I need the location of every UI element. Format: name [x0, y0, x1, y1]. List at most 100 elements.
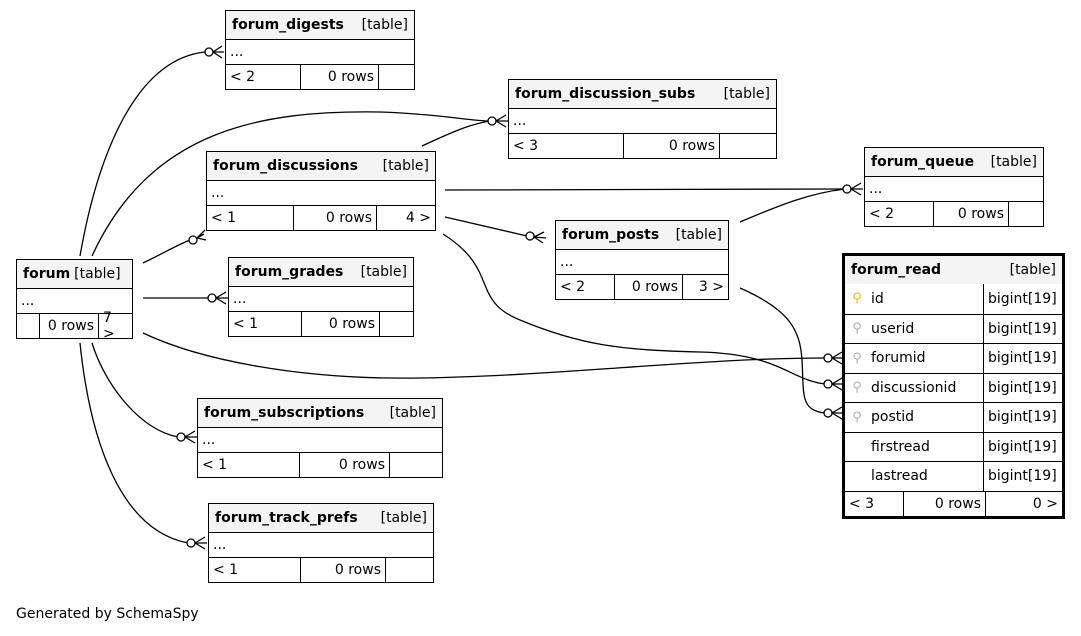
column-row[interactable]: ⚲ postid bigint[19]: [845, 402, 1062, 432]
table-name: forum_discussion_subs: [515, 86, 696, 102]
generated-by-footer: Generated by SchemaSpy: [16, 606, 199, 622]
children-count[interactable]: [719, 134, 776, 158]
row-count: 0 rows: [300, 558, 385, 582]
column-name: lastread: [871, 468, 928, 485]
parents-count[interactable]: [17, 314, 39, 338]
table-kind: [table]: [990, 154, 1037, 170]
parents-count[interactable]: < 2: [230, 69, 256, 85]
edge-discussions-posts: [444, 216, 528, 237]
parents-count[interactable]: < 2: [560, 279, 586, 295]
edge-forum-discussion-subs: [91, 111, 491, 257]
edge-discussions-discussion-subs: [421, 120, 491, 147]
column-row[interactable]: lastread bigint[19]: [845, 461, 1062, 491]
parents-count[interactable]: < 2: [869, 206, 895, 222]
edge-posts-queue: [739, 188, 846, 223]
children-count[interactable]: [378, 65, 414, 89]
edge-discussions-read-discussionid: [442, 233, 826, 385]
row-count: 0 rows: [300, 65, 378, 89]
row-count: 0 rows: [933, 202, 1008, 226]
table-name: forum: [23, 266, 71, 282]
table-name: forum_subscriptions: [204, 405, 365, 421]
ellipsis: ...: [513, 113, 527, 129]
edge-forum-track-prefs: [79, 342, 189, 544]
table-forum-queue[interactable]: forum_queue[table] ... < 2 0 rows: [864, 147, 1044, 227]
column-type: bigint[19]: [983, 344, 1062, 373]
row-count: 0 rows: [301, 312, 379, 336]
children-count[interactable]: [379, 312, 413, 336]
ellipsis: ...: [211, 185, 225, 201]
table-kind: [table]: [380, 510, 427, 526]
column-type: bigint[19]: [983, 403, 1062, 432]
children-count[interactable]: 3 >: [682, 275, 728, 299]
column-name: discussionid: [871, 379, 957, 396]
column-row[interactable]: ⚲ id bigint[19]: [845, 284, 1062, 314]
column-type: bigint[19]: [983, 462, 1062, 491]
column-name-cell: firstread: [845, 433, 983, 462]
table-forum-subscriptions[interactable]: forum_subscriptions[table] ... < 1 0 row…: [197, 398, 443, 478]
column-name-cell: lastread: [845, 462, 983, 491]
table-forum-grades[interactable]: forum_grades [table] ... < 1 0 rows: [228, 257, 414, 337]
children-count[interactable]: 0 >: [985, 491, 1062, 516]
parents-count[interactable]: < 3: [513, 138, 539, 154]
edge-discussions-queue: [444, 188, 846, 191]
table-name: forum_track_prefs: [215, 510, 358, 526]
children-count[interactable]: [1008, 202, 1043, 226]
column-name-cell: ⚲forumid: [845, 344, 983, 373]
row-count: 0 rows: [39, 314, 98, 338]
ellipsis: ...: [230, 44, 244, 60]
row-count: 0 rows: [293, 206, 376, 230]
table-forum[interactable]: forum[table] ... 0 rows 7 >: [16, 259, 133, 342]
column-type: bigint[19]: [983, 314, 1062, 343]
column-type: bigint[19]: [983, 284, 1062, 314]
parents-count[interactable]: < 1: [211, 210, 237, 226]
table-kind: [table]: [382, 158, 429, 174]
row-count: 0 rows: [299, 453, 389, 477]
edge-forum-digests: [79, 51, 206, 257]
table-name: forum_grades: [235, 264, 344, 280]
children-count[interactable]: [389, 453, 442, 477]
edge-forum-discussions: [142, 239, 191, 264]
children-count[interactable]: 7 >: [98, 310, 132, 342]
column-name: firstread: [871, 438, 930, 455]
key-icon: ⚲: [852, 409, 862, 425]
column-name-cell: ⚲ discussionid: [845, 374, 983, 403]
key-icon: ⚲: [852, 291, 862, 307]
table-name: forum_posts: [562, 227, 660, 243]
edge-forum-subscriptions: [91, 342, 179, 438]
key-icon: ⚲: [852, 321, 862, 337]
table-kind: [table]: [361, 17, 408, 33]
key-icon: ⚲: [852, 380, 862, 396]
table-forum-discussions[interactable]: forum_discussions[table] ... < 1 0 rows …: [206, 151, 436, 231]
column-name-cell: ⚲ id: [845, 284, 983, 314]
ellipsis: ...: [213, 537, 227, 553]
ellipsis: ...: [233, 291, 247, 307]
children-count[interactable]: 4 >: [376, 206, 435, 230]
column-name: id: [871, 290, 884, 307]
parents-count[interactable]: < 1: [202, 457, 228, 473]
column-name: postid: [871, 409, 915, 426]
parents-count[interactable]: < 1: [213, 562, 239, 578]
row-count: 0 rows: [623, 134, 719, 158]
column-name-cell: ⚲userid: [845, 315, 983, 344]
children-count[interactable]: [385, 558, 433, 582]
table-forum-digests[interactable]: forum_digests[table] ... < 2 0 rows: [225, 10, 415, 90]
parents-count[interactable]: < 1: [233, 316, 259, 332]
parents-count[interactable]: < 3: [849, 495, 875, 512]
table-kind: [table]: [1009, 262, 1056, 278]
table-forum-discussion-subs[interactable]: forum_discussion_subs [table] ... < 3 0 r…: [508, 79, 777, 159]
table-kind: [table]: [389, 405, 436, 421]
table-kind: [table]: [723, 86, 770, 102]
table-kind: [table]: [675, 227, 722, 243]
column-name-cell: ⚲ postid: [845, 403, 983, 432]
table-forum-posts[interactable]: forum_posts[table] ... < 2 0 rows 3 >: [555, 220, 729, 300]
row-count: 0 rows: [614, 275, 682, 299]
table-forum-track-prefs[interactable]: forum_track_prefs [table] ... < 1 0 rows: [208, 503, 434, 583]
table-kind: [table]: [360, 264, 407, 280]
edge-forum-read-forumid: [142, 332, 826, 379]
